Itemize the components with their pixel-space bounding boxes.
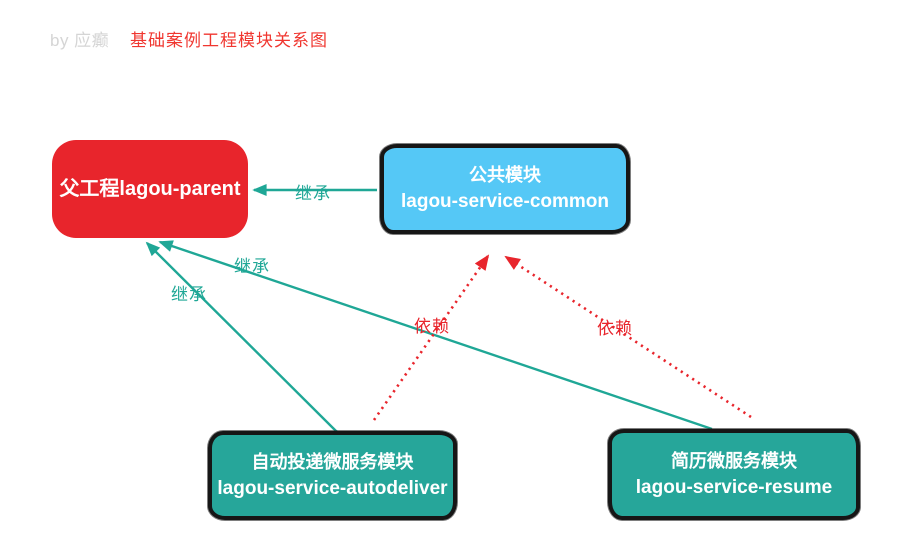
node-resume-module: 简历微服务模块 lagou-service-resume <box>608 429 860 520</box>
node-autodeliver-module: 自动投递微服务模块 lagou-service-autodeliver <box>208 431 457 520</box>
node-autodeliver-artifact: lagou-service-autodeliver <box>217 477 448 499</box>
node-common-artifact: lagou-service-common <box>401 191 609 213</box>
edge-label-inherit-resume-parent: 继承 <box>234 257 270 276</box>
node-resume-title: 简历微服务模块 <box>671 450 797 471</box>
node-parent-project: 父工程lagou-parent <box>52 140 248 238</box>
edge-label-depend-resume-common: 依赖 <box>597 319 633 338</box>
node-common-module: 公共模块 lagou-service-common <box>380 144 630 234</box>
diagram-title: 基础案例工程模块关系图 <box>130 31 328 50</box>
node-common-title: 公共模块 <box>469 165 541 186</box>
edge-autodeliver-to-common-depend-arrow <box>372 254 490 421</box>
node-autodeliver-title: 自动投递微服务模块 <box>251 451 414 472</box>
edge-autodeliver-to-parent-inherit-arrow <box>145 241 342 437</box>
author-byline: by 应癫 <box>50 31 110 50</box>
edge-label-depend-autodeliver-common: 依赖 <box>414 317 450 336</box>
node-parent-label: 父工程lagou-parent <box>59 177 241 200</box>
edge-resume-to-common-depend-arrow <box>504 255 752 419</box>
node-resume-artifact: lagou-service-resume <box>635 476 833 498</box>
edge-label-inherit-common-parent: 继承 <box>295 184 331 203</box>
edge-label-inherit-autodeliver-parent: 继承 <box>171 285 207 304</box>
edge-resume-to-parent-inherit-arrow <box>158 240 713 431</box>
